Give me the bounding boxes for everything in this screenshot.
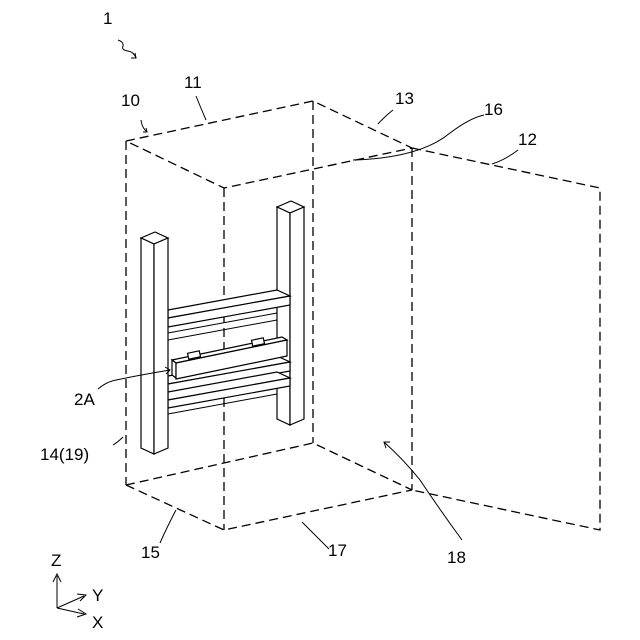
- label-16: 16: [484, 100, 503, 119]
- leader-12: [492, 150, 518, 164]
- rear-post-side: [290, 207, 304, 425]
- label-12: 12: [518, 130, 537, 149]
- leader-17: [302, 522, 329, 549]
- cabinet-top-face: [126, 101, 412, 188]
- axis-triad: Z Y X: [51, 551, 103, 632]
- leader-16: [353, 115, 484, 160]
- label-13: 13: [395, 89, 414, 108]
- leader-11: [196, 96, 206, 120]
- label-15: 15: [141, 543, 160, 562]
- label-18: 18: [447, 548, 466, 567]
- label-10: 10: [121, 91, 140, 110]
- label-2a: 2A: [74, 390, 95, 409]
- y-axis-line: [57, 596, 84, 608]
- door-panel: [412, 148, 600, 530]
- rack-frame: [141, 201, 304, 454]
- door-outline: [412, 148, 600, 530]
- label-14-19: 14(19): [40, 445, 89, 464]
- label-1: 1: [103, 9, 112, 28]
- leader-13: [378, 110, 393, 124]
- label-11: 11: [184, 73, 202, 92]
- axis-label-y: Y: [92, 586, 103, 605]
- axis-label-z: Z: [51, 551, 61, 570]
- front-post-side: [154, 238, 168, 454]
- leader-15: [160, 510, 176, 543]
- front-post-front: [141, 238, 154, 454]
- axis-label-x: X: [92, 613, 103, 632]
- rear-post-front: [277, 207, 290, 425]
- leader-18: [384, 442, 462, 540]
- label-17: 17: [328, 541, 347, 560]
- x-axis-line: [57, 608, 84, 614]
- cabinet-bottom-back: [126, 443, 412, 490]
- leader-14: [113, 437, 123, 445]
- leader-1: [118, 40, 136, 58]
